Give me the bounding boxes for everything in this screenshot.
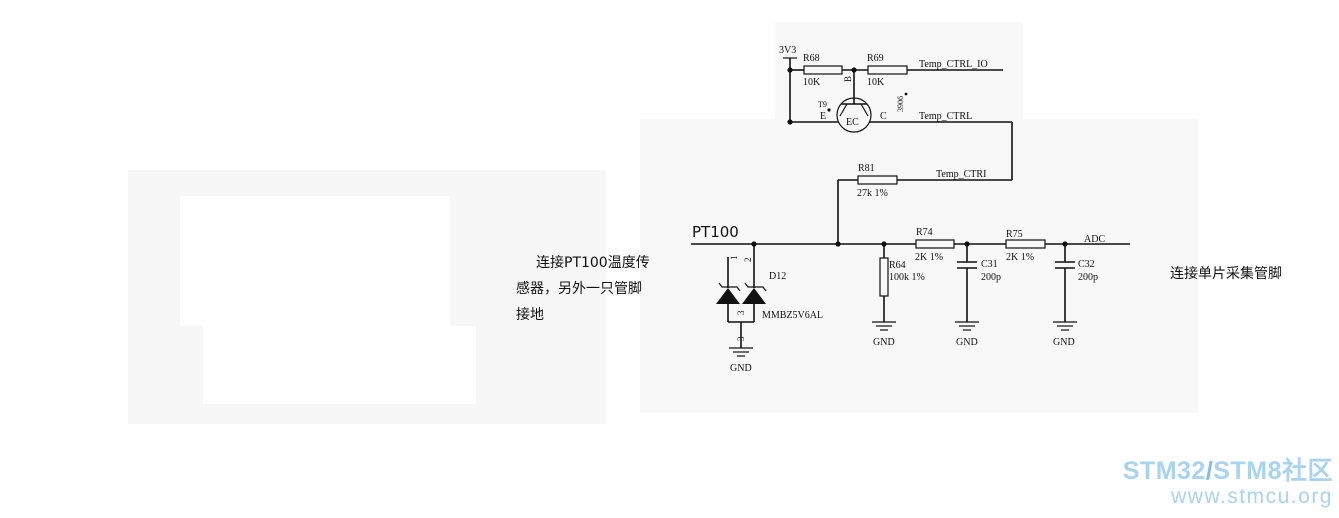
- r64-value: 100k 1%: [889, 272, 925, 283]
- transistor-emitter-pin: E: [820, 111, 826, 122]
- resistor-r75: [1005, 239, 1046, 249]
- net-adc: ADC: [1084, 234, 1105, 245]
- d12-diode-1: [716, 288, 740, 304]
- transistor-collector-leg: [860, 103, 869, 117]
- resistor-r69: [867, 65, 908, 75]
- annotation-left: 连接PT100温度传 感器，另外一只管脚 接地: [516, 250, 686, 328]
- resistor-r74: [915, 239, 955, 249]
- r75-value: 2K 1%: [1006, 252, 1034, 263]
- gnd-d12-label: GND: [730, 363, 752, 374]
- transistor-collector-pin: C: [880, 111, 887, 122]
- d12-part: MMBZ5V6AL: [762, 310, 823, 321]
- r74-ref: R74: [916, 227, 933, 238]
- c31-value: 200p: [981, 272, 1001, 283]
- d12-zener-bar-2: [744, 282, 767, 292]
- r64-ref: R64: [889, 260, 906, 271]
- transistor-ref-dot: [827, 108, 831, 112]
- r69-value: 10K: [867, 77, 885, 88]
- c32-value: 200p: [1078, 272, 1098, 283]
- transistor-base-pin: B: [843, 76, 853, 82]
- watermark-community: 社区: [1281, 457, 1333, 485]
- r81-ref: R81: [858, 163, 875, 174]
- resistor-r81: [857, 175, 898, 185]
- watermark-slash: /: [1205, 457, 1214, 485]
- net-temp-ctrl: Temp_CTRL: [919, 111, 972, 122]
- d12-zener-bar-1: [718, 282, 741, 292]
- gnd-c32-label: GND: [1053, 337, 1075, 348]
- transistor-ref: T9: [818, 100, 827, 109]
- watermark-line-1: STM32/STM8社区: [1123, 456, 1333, 486]
- r74-value: 2K 1%: [915, 252, 943, 263]
- annotation-left-line-3: 接地: [516, 307, 544, 323]
- r81-value: 27k 1%: [857, 188, 888, 199]
- background-panel-left-inner-2: [203, 326, 476, 404]
- gnd-c31-label: GND: [956, 337, 978, 348]
- supply-label: 3V3: [779, 45, 796, 56]
- annotation-left-line-1: 连接PT100温度传: [536, 255, 650, 271]
- resistor-r68: [803, 65, 843, 75]
- gnd-r64-label: GND: [873, 337, 895, 348]
- r68-ref: R68: [803, 53, 820, 64]
- d12-diode-2: [742, 288, 766, 304]
- junction-r81: [835, 241, 841, 247]
- r75-ref: R75: [1006, 229, 1023, 240]
- annotation-left-line-2: 感器，另外一只管脚: [516, 281, 642, 297]
- net-temp-ctrl-io: Temp_CTRL_IO: [919, 59, 988, 70]
- d12-pin3b-label: 3: [736, 336, 746, 341]
- transistor-part-dot: [904, 92, 908, 96]
- annotation-right: 连接单片采集管脚: [1170, 266, 1282, 282]
- r69-ref: R69: [867, 53, 884, 64]
- watermark-url: www.stmcu.org: [1171, 485, 1333, 508]
- transistor-body-label: EC: [846, 117, 859, 128]
- r68-value: 10K: [803, 77, 821, 88]
- pt100-label: PT100: [692, 223, 739, 241]
- transistor-emitter-leg: [839, 103, 848, 117]
- d12-pin3-label: 3: [736, 310, 746, 315]
- watermark: STM32/STM8社区 www.stmcu.org: [1123, 456, 1333, 508]
- d12-ref: D12: [769, 271, 786, 282]
- transistor-part: 3906: [896, 96, 905, 112]
- watermark-stm8: STM8: [1213, 457, 1282, 485]
- net-temp-ctri: Temp_CTRI: [936, 169, 986, 180]
- c32-ref: C32: [1078, 259, 1095, 270]
- transistor-t9: [836, 97, 872, 133]
- d12-pin2-label: 2: [743, 258, 753, 263]
- resistor-r64: [879, 257, 889, 297]
- background-panel-left-inner: [180, 196, 450, 326]
- watermark-stm32: STM32: [1122, 457, 1206, 485]
- background-panel-main: [640, 119, 1198, 413]
- d12-pin1-label: 1: [729, 256, 739, 261]
- c31-ref: C31: [981, 259, 998, 270]
